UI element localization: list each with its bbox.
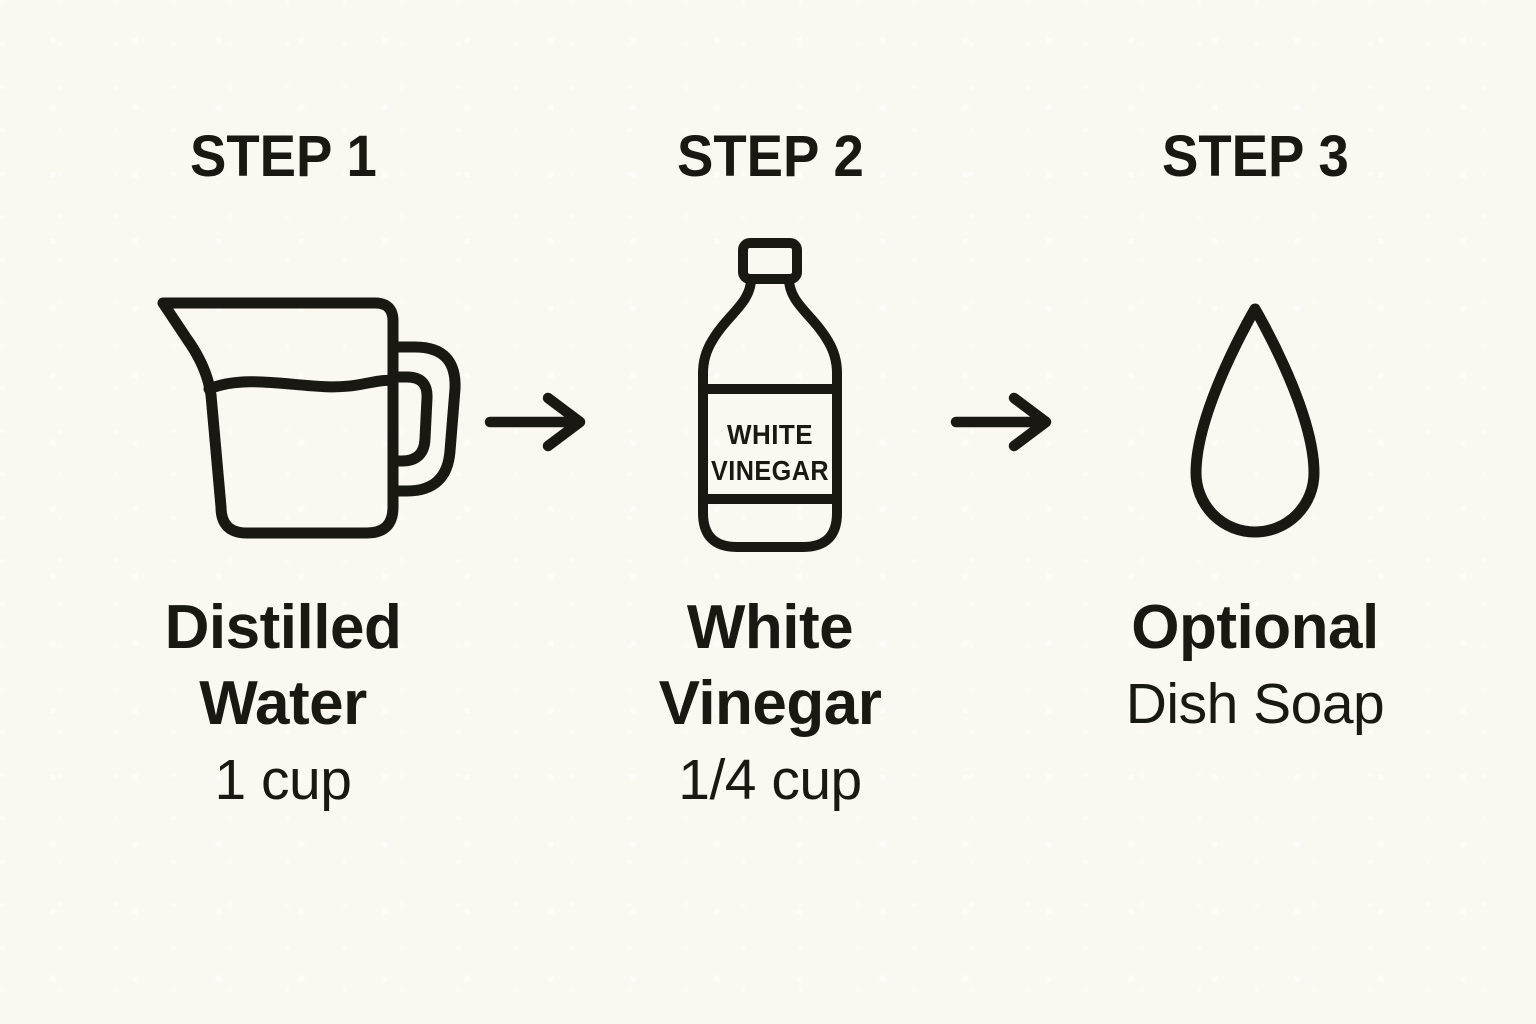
- step-3-labels: Optional Dish Soap: [1126, 590, 1385, 742]
- cup-body: [157, 297, 399, 539]
- vinegar-bottle-icon: WHITE VINEGAR: [698, 238, 842, 552]
- ingredient-name: Optional: [1131, 593, 1379, 662]
- step-3-header: STEP 3: [1161, 124, 1349, 189]
- ingredient-name: Vinegar: [658, 669, 882, 738]
- ingredient-amount: 1 cup: [214, 748, 352, 812]
- drop-outline: [1190, 303, 1320, 538]
- water-drop-icon: [1190, 303, 1320, 538]
- ingredient-amount: Dish Soap: [1125, 672, 1385, 736]
- step-1-header: STEP 1: [189, 124, 377, 189]
- step-2-panel: STEP 2 WHITE VINEGAR White Vinegar 1/4 c…: [575, 122, 965, 818]
- bottle-label-text: WHITE: [727, 419, 813, 450]
- cup-handle-outer: [387, 341, 461, 497]
- ingredient-name: Water: [199, 669, 367, 738]
- step-2-icon-area: WHITE VINEGAR: [575, 192, 965, 590]
- ingredient-name: White: [686, 593, 854, 662]
- step-2-labels: White Vinegar 1/4 cup: [659, 590, 882, 818]
- step-3-icon-area: [1060, 192, 1450, 590]
- right-arrow-icon: [950, 392, 1052, 452]
- bottle-cap: [738, 238, 802, 284]
- step-2-header: STEP 2: [676, 124, 864, 189]
- cup-handle-inner: [387, 371, 433, 467]
- ingredient-name: Distilled: [164, 593, 402, 662]
- cup-water-line: [203, 374, 399, 395]
- bottle-body: [698, 274, 842, 552]
- bottle-label-text: VINEGAR: [711, 455, 829, 486]
- step-1-panel: STEP 1 Distilled Water 1 cup: [88, 122, 478, 818]
- measuring-cup-icon: [157, 297, 461, 539]
- right-arrow-icon: [484, 392, 586, 452]
- step-1-labels: Distilled Water 1 cup: [165, 590, 402, 818]
- ingredient-amount: 1/4 cup: [678, 748, 862, 812]
- step-3-panel: STEP 3 Optional Dish Soap: [1060, 122, 1450, 742]
- step-1-icon-area: [88, 192, 478, 590]
